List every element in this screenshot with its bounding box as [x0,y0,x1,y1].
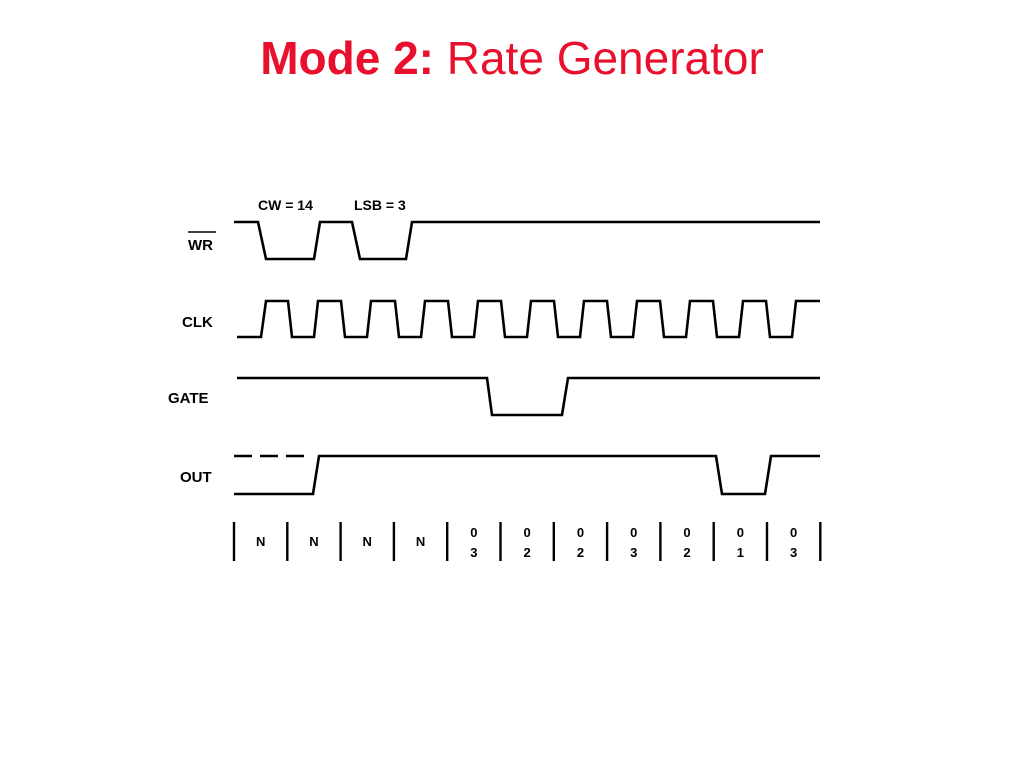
count-value: 0 [790,525,797,540]
count-value: 3 [470,545,477,560]
count-value: 0 [683,525,690,540]
title-mode: Mode 2: [260,32,434,84]
count-value: 3 [790,545,797,560]
wr-waveform [234,220,820,261]
slide-title: Mode 2: Rate Generator [0,28,1024,88]
signal-label-wr: WR [188,237,213,254]
count-value: N [363,534,372,549]
count-value: 0 [470,525,477,540]
gate-waveform [237,376,820,417]
count-value: 3 [630,545,637,560]
count-value: 2 [577,545,584,560]
count-value: 0 [630,525,637,540]
count-value: 2 [524,545,531,560]
count-value: N [256,534,265,549]
clk-waveform [237,299,820,339]
count-value: 0 [737,525,744,540]
count-row: N N N N 0 3 0 2 0 2 0 3 0 2 0 1 0 3 [232,522,822,561]
title-name: Rate Generator [433,32,764,84]
signal-label-out: OUT [180,469,212,486]
annotation-cw: CW = 14 [258,197,313,213]
signal-label-clk: CLK [182,314,213,331]
annotation-lsb: LSB = 3 [354,197,406,213]
count-value: 0 [577,525,584,540]
count-value: N [309,534,318,549]
signal-label-gate: GATE [168,390,209,407]
count-value: 2 [683,545,690,560]
out-waveform [234,454,820,496]
count-value: N [416,534,425,549]
count-value: 0 [524,525,531,540]
count-value: 1 [737,545,744,560]
